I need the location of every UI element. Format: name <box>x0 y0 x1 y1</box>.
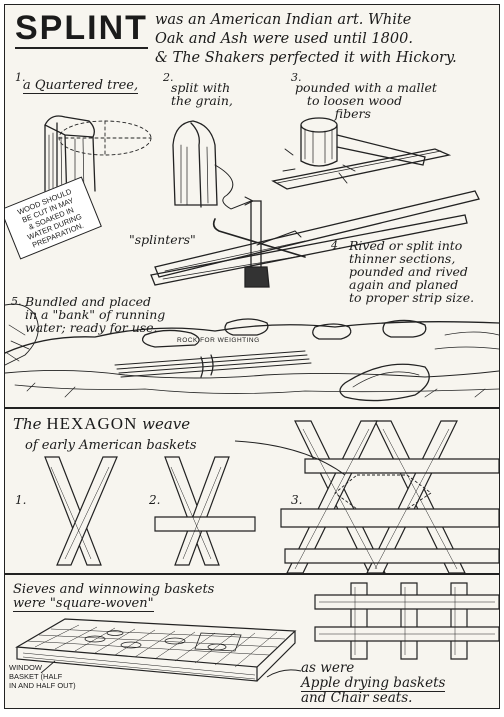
splint-process-drawing <box>5 115 499 402</box>
hexagon-number-1: 1. <box>15 493 27 507</box>
intro-line-2: Oak and Ash were used until 1800. <box>155 31 413 47</box>
split-log-illustration <box>172 120 255 210</box>
intro-line-3: & The Shakers perfected it with Hickory. <box>155 50 457 66</box>
weave-step-1-illustration <box>44 456 118 566</box>
quartered-log-illustration <box>44 115 152 206</box>
step-5-number: 5. <box>11 295 22 308</box>
step-1-label: a Quartered tree, <box>23 78 139 94</box>
riving-tool-illustration <box>150 190 480 288</box>
step-3-label: pounded with a mallet to loosen wood fib… <box>295 80 437 121</box>
rock-label: ROCK FOR WEIGHTING <box>177 337 260 344</box>
mallet-illustration <box>271 117 452 190</box>
stream-bundle-illustration <box>5 303 499 402</box>
illustration-page: SPLINT was an American Indian art. White… <box>4 4 500 709</box>
hexagon-number-3: 3. <box>291 493 303 507</box>
step-3-number: 3. <box>291 71 302 84</box>
hexagon-title-pre: The <box>13 415 47 433</box>
sieve-tray-illustration <box>15 618 297 682</box>
hexagon-title: The HEXAGON weave <box>13 414 191 434</box>
square-weave-illustration <box>314 582 499 660</box>
window-basket-label: WINDOW BASKET (HALF IN AND HALF OUT) <box>9 663 76 690</box>
square-weave-drawing <box>15 582 499 682</box>
step-4-label: Rived or split into thinner sections, po… <box>349 238 475 305</box>
sieve-title: Sieves and winnowing baskets were "squar… <box>13 582 215 612</box>
sieve-title-line-2: were "square-woven" <box>13 596 154 612</box>
hexagon-title-post: weave <box>137 415 191 433</box>
hexagon-title-caps: HEXAGON <box>46 414 138 433</box>
step-5-label: Bundled and placed in a "bank" of runnin… <box>25 294 166 335</box>
apple-drying-caption: as were Apple drying baskets and Chair s… <box>301 660 446 706</box>
page-title: SPLINT <box>15 9 148 49</box>
splinters-label: "splinters" <box>129 232 196 247</box>
intro-text: was an American Indian art. White Oak an… <box>155 11 457 68</box>
step-2-label: split with the grain, <box>171 80 233 108</box>
weave-step-3-illustration <box>234 420 499 574</box>
apple-caption-line-3: and Chair seats. <box>301 690 413 706</box>
step-2-number: 2. <box>163 71 174 84</box>
sieve-title-line-1: Sieves and winnowing baskets <box>13 582 215 597</box>
hexagon-number-2: 2. <box>149 493 161 507</box>
weave-step-2-illustration <box>154 456 256 566</box>
intro-line-1: was an American Indian art. White <box>155 12 412 28</box>
splint-process-panel: SPLINT was an American Indian art. White… <box>5 5 499 407</box>
apple-caption-line-1: as were <box>301 660 355 676</box>
square-weave-panel: Sieves and winnowing baskets were "squar… <box>5 573 499 708</box>
step-1-number: 1. <box>15 71 26 84</box>
hexagon-weave-panel: The HEXAGON weave of early American bask… <box>5 407 499 574</box>
step-4-number: 4. <box>331 239 342 252</box>
apple-caption-line-2: Apple drying baskets <box>301 675 446 692</box>
hexagon-weave-drawing <box>44 420 499 574</box>
hexagon-subtitle: of early American baskets <box>25 438 197 453</box>
